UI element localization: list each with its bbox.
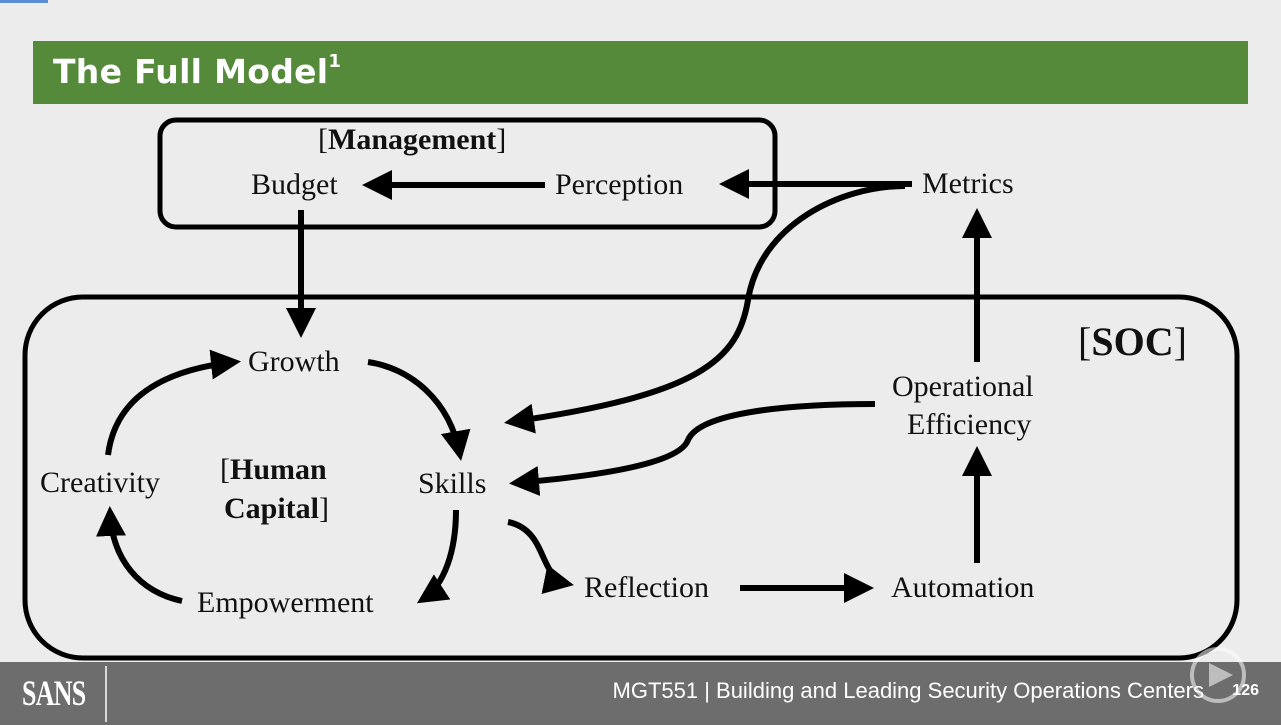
node-perception: Perception xyxy=(555,168,684,201)
management-label: [Management] xyxy=(318,123,507,156)
course-title: MGT551 | Building and Leading Security O… xyxy=(612,678,1205,703)
node-metrics: Metrics xyxy=(922,167,1014,200)
footer-divider xyxy=(105,666,107,722)
arrow-skills-to-empowerment xyxy=(416,509,459,604)
soc-box xyxy=(22,294,1240,661)
play-icon[interactable] xyxy=(1138,645,1258,705)
title-footnote-marker: 1 xyxy=(328,51,342,72)
node-empowerment: Empowerment xyxy=(197,586,374,619)
node-operational-line1: Operational xyxy=(892,370,1034,403)
top-accent-strip xyxy=(0,0,48,3)
arrow-empowerment-to-creativity xyxy=(96,506,183,604)
footer-bar: SANS MGT551 | Building and Leading Secur… xyxy=(0,662,1281,725)
management-label-text: Management xyxy=(328,123,497,156)
human-capital-label-line2: Capital] xyxy=(224,492,330,525)
node-automation: Automation xyxy=(891,571,1035,604)
human-capital-label-line1: [Human xyxy=(220,453,327,486)
human-capital-text-2: Capital xyxy=(224,492,320,525)
management-box xyxy=(157,117,778,230)
slide-title: The Full Model1 xyxy=(53,50,341,94)
page-number: 126 xyxy=(1232,682,1259,699)
human-capital-text-1: Human xyxy=(230,453,327,486)
soc-label-text: SOC xyxy=(1091,319,1174,364)
soc-label: [SOC] xyxy=(1078,319,1187,364)
node-reflection: Reflection xyxy=(584,571,709,604)
node-budget: Budget xyxy=(251,168,338,201)
node-growth: Growth xyxy=(248,345,340,378)
title-bar: The Full Model1 xyxy=(33,41,1248,104)
node-creativity: Creativity xyxy=(40,466,160,499)
arrow-operational-to-skills xyxy=(509,401,876,496)
arrow-creativity-to-growth xyxy=(105,349,241,456)
node-operational-line2: Efficiency xyxy=(907,408,1032,441)
arrow-metrics-to-skills xyxy=(504,183,906,434)
sans-logo: SANS xyxy=(22,673,86,713)
slide-title-text: The Full Model xyxy=(53,52,329,91)
node-skills: Skills xyxy=(418,467,487,500)
arrow-skills-to-reflection xyxy=(507,519,574,594)
arrow-growth-to-skills xyxy=(367,359,471,461)
